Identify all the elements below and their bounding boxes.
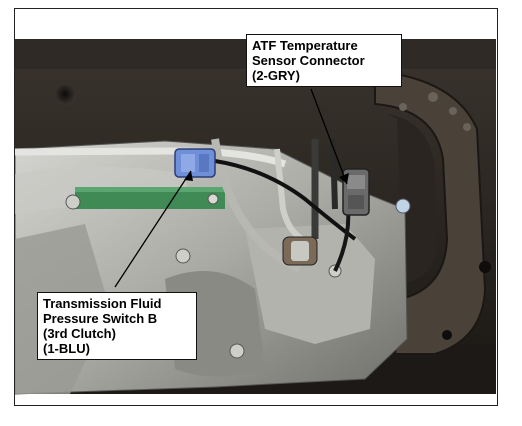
callout-line: (3rd Clutch) — [43, 326, 116, 341]
frame-hole — [428, 92, 438, 102]
frame-hole — [479, 261, 491, 273]
bolt — [175, 248, 191, 264]
callout-line: Pressure Switch B — [43, 311, 158, 326]
leader-line-pressure — [114, 170, 192, 288]
frame-hole — [442, 330, 452, 340]
frame-hole — [463, 123, 471, 131]
leader-line-atf — [310, 88, 348, 185]
callout-line: Sensor Connector — [252, 53, 365, 68]
callout-line: (2-GRY) — [252, 68, 300, 83]
callout-line: ATF Temperature — [252, 38, 358, 53]
bolt — [229, 343, 245, 359]
callout-line: Transmission Fluid — [43, 296, 162, 311]
frame-hole — [54, 83, 76, 105]
frame-hole — [449, 107, 457, 115]
bolt — [65, 194, 81, 210]
circuit-board — [75, 187, 225, 209]
figure-frame: ATF Temperature Sensor Connector (2-GRY)… — [14, 8, 498, 406]
callout-fluid-pressure-switch: Transmission Fluid Pressure Switch B (3r… — [37, 292, 197, 360]
callout-atf-temperature-sensor: ATF Temperature Sensor Connector (2-GRY) — [246, 34, 402, 87]
frame-hole — [399, 103, 407, 111]
blue-connector — [174, 148, 216, 178]
gray-connector — [342, 168, 370, 216]
callout-line: (1-BLU) — [43, 341, 90, 356]
